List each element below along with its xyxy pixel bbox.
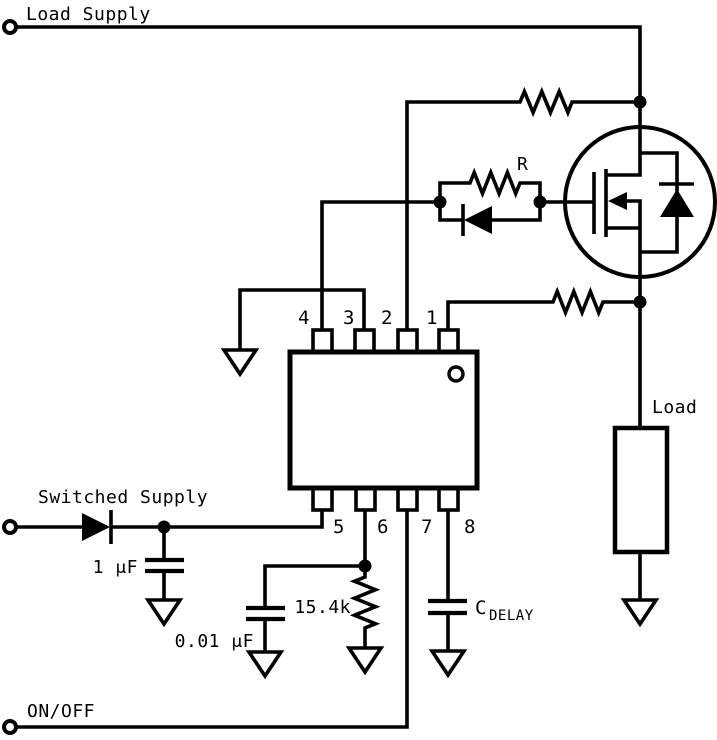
delay-cap-label: C	[475, 597, 487, 619]
ic-pin1-indicator-icon	[447, 365, 465, 383]
on-off-net: ON/OFF	[2, 510, 409, 735]
ic-pin2-lead	[396, 328, 419, 354]
junction-dot	[633, 95, 647, 109]
ground-icon	[620, 598, 660, 628]
ic-pin8-number: 8	[464, 516, 476, 538]
load-box	[612, 425, 670, 555]
ground-icon	[220, 348, 260, 378]
pin2-pullup-resistor	[405, 86, 640, 330]
junction-dot	[533, 195, 547, 209]
ground-icon	[345, 646, 385, 676]
ic-pin2-number: 2	[381, 307, 393, 329]
load-supply-terminal	[2, 19, 18, 35]
pin1-sense-resistor	[446, 286, 640, 330]
pin3-ground-net	[220, 288, 366, 378]
switched-supply-label: Switched Supply	[38, 487, 208, 508]
pin3-ground-wire	[238, 288, 366, 350]
ic-pin7-number: 7	[421, 516, 433, 538]
pin4-to-gate-wire	[320, 200, 440, 330]
body-diode	[660, 189, 694, 217]
ic-pin5-lead	[311, 486, 334, 512]
on-off-label: ON/OFF	[27, 701, 95, 722]
input-cap-branch: 1 μF	[93, 527, 184, 628]
set-resistor	[349, 510, 381, 648]
junction-dot	[633, 295, 647, 309]
filter-cap-plates	[246, 605, 285, 622]
switched-supply-net: Switched Supply	[2, 487, 324, 544]
ic-pin6-lead	[354, 486, 377, 512]
delay-cap-label-subscript: DELAY	[489, 608, 534, 624]
controller-ic: 4 3 2 1 5 6 7 8	[287, 307, 480, 538]
load-supply-net: Load Supply	[2, 4, 642, 177]
delay-cap-branch: C DELAY	[428, 510, 534, 679]
on-off-wire	[17, 510, 409, 729]
ic-pin8-lead	[437, 486, 460, 512]
delay-cap-plates	[428, 598, 467, 616]
set-resistor-branch: 15.4k	[294, 510, 385, 676]
load-branch: Load	[612, 397, 697, 628]
gate-diode-branch-right	[492, 202, 542, 222]
ic-pin1-number: 1	[426, 307, 438, 329]
ic-pin6-number: 6	[377, 516, 389, 538]
ground-icon	[428, 649, 468, 679]
input-cap-label: 1 μF	[93, 557, 138, 578]
gate-rc-network: R	[320, 154, 594, 330]
supply-diode	[82, 513, 110, 541]
ground-icon	[245, 650, 285, 680]
on-off-terminal	[2, 719, 18, 735]
filter-cap-branch: 0.01 μF	[175, 564, 365, 680]
ic-pin3-lead	[353, 328, 376, 354]
ic-pin4-number: 4	[298, 307, 310, 329]
ic-pin4-lead	[311, 328, 334, 354]
ground-icon	[144, 598, 184, 628]
switched-supply-terminal	[2, 519, 18, 535]
filter-cap-top-wire	[263, 564, 365, 608]
junction-dot	[157, 520, 171, 534]
set-resistor-label: 15.4k	[294, 597, 351, 618]
input-cap-plates	[145, 557, 184, 574]
ic-body	[287, 349, 480, 491]
ic-pin3-number: 3	[343, 307, 355, 329]
gate-resistor-branch	[438, 167, 542, 202]
ic-pin5-number: 5	[333, 516, 345, 538]
filter-cap-label: 0.01 μF	[175, 631, 254, 652]
ic-pin1-lead	[437, 328, 460, 354]
load-supply-label: Load Supply	[26, 4, 151, 25]
mosfet-source-wire	[627, 199, 642, 428]
junction-dot	[358, 559, 372, 573]
pmos-switch	[563, 125, 717, 428]
gate-diode	[464, 206, 492, 234]
junction-dots	[157, 95, 647, 573]
gate-resistor-label: R	[517, 154, 528, 175]
switched-supply-wire-right	[111, 510, 324, 529]
mosfet-arrow-icon	[608, 192, 627, 210]
junction-dot	[433, 195, 447, 209]
ic-pin7-lead	[396, 486, 419, 512]
load-label: Load	[652, 397, 697, 418]
